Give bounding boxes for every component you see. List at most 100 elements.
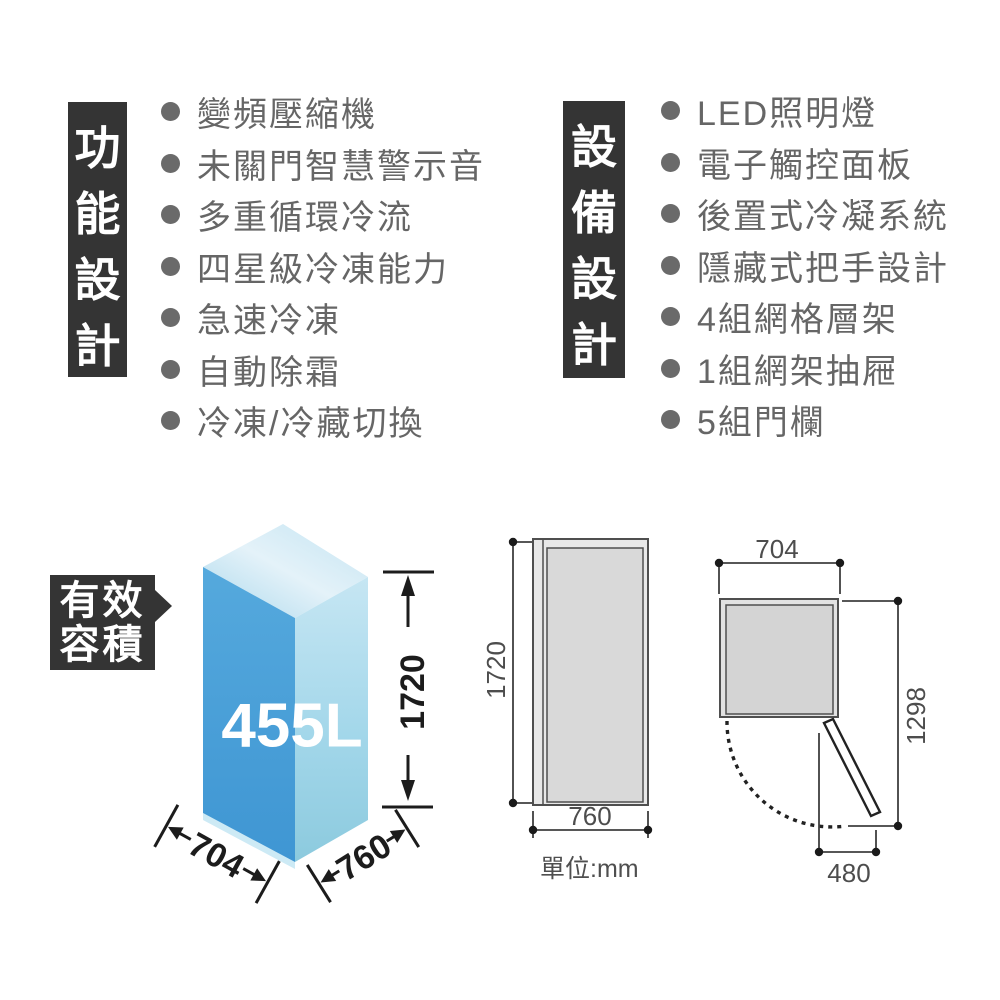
feature-text: LED照明燈 [697,95,878,134]
feature-text: 隱藏式把手設計 [697,249,949,288]
open-door [725,717,882,829]
cabinet-inner [546,547,644,803]
capacity-label-line: 容積 [59,622,146,667]
bullet-icon [661,307,680,327]
banner-char: 設 [571,121,617,173]
side-width-value: 760 [568,801,611,831]
side-width-dimension: 760 [528,801,653,838]
box-left-face [203,567,295,862]
dim-dot [508,798,518,808]
dim-tick [254,860,281,904]
list-item: 冷凍/冷藏切換 [161,395,485,447]
box-right-face [295,577,368,862]
list-item: 4組網格層架 [661,291,949,343]
arrow-down-icon [401,780,415,801]
feature-text: 四星級冷凍能力 [197,250,449,289]
dim-dot [871,847,881,857]
feature-text: 後置式冷凝系統 [697,198,949,237]
list-item: 未關門智慧警示音 [161,138,485,190]
bullet-icon [661,152,680,172]
list-item: 隱藏式把手設計 [661,240,949,292]
pointer-triangle-icon [155,590,172,622]
dim-dot [508,537,518,547]
dim-dot [814,847,824,857]
list-item: 自動除霜 [161,344,485,396]
dim-dot [714,558,724,568]
banner-char: 備 [571,187,617,239]
bullet-icon [161,308,180,328]
dim-tick [153,804,180,848]
equipment-design-list: LED照明燈 電子觸控面板 後置式冷凝系統 隱藏式把手設計 4組網格層架 1組網… [661,85,949,446]
dim-tick [305,864,332,904]
top-width-value: 704 [755,534,798,564]
feature-text: 多重循環冷流 [197,199,413,238]
side-height-value: 1720 [481,641,511,699]
list-item: 1組網架抽屜 [661,343,949,395]
list-item: 急速冷凍 [161,292,485,344]
banner-char: 設 [74,254,121,306]
depth-dimension-right: 1298 [842,596,931,831]
list-item: LED照明燈 [661,85,949,137]
equipment-design-banner: 設 備 設 計 [563,101,625,378]
dim-dot [643,825,653,835]
feature-text: 4組網格層架 [697,301,898,340]
list-item: 電子觸控面板 [661,137,949,189]
height-dimension: 1720 [382,570,434,809]
list-item: 變頻壓縮機 [161,86,485,138]
bullet-icon [161,205,180,225]
side-height-dimension: 1720 [481,537,532,808]
fridge-side-outline [532,538,649,806]
unit-label: 單位:mm [540,855,639,883]
arrow-right-icon [250,868,266,882]
dim-tick [394,808,421,848]
dim-line [242,867,257,877]
bullet-icon [661,358,680,378]
banner-char: 計 [74,320,121,372]
cabinet-inner [725,604,834,715]
feature-text: 5組門欄 [697,404,826,443]
feature-text: 急速冷凍 [197,302,341,341]
function-design-list: 變頻壓縮機 未關門智慧警示音 多重循環冷流 四星級冷凍能力 急速冷凍 自動除霜 … [161,86,485,447]
dim-dot [893,596,903,606]
list-item: 多重循環冷流 [161,189,485,241]
door-swing-dimension: 480 [814,733,881,888]
dim-dot [528,825,538,835]
dim-line [329,869,341,878]
capacity-3d-box-figure: 455L 1720 704 760 [153,524,434,904]
bullet-icon [161,102,180,122]
bullet-icon [161,256,180,276]
arrow-up-icon [401,575,415,596]
dim-dot [835,558,845,568]
arrow-left-icon [320,869,337,883]
bullet-icon [661,101,680,121]
side-view-diagram: 1720 760 單位:mm [481,537,653,883]
feature-text: 冷凍/冷藏切換 [197,405,425,444]
bullet-icon [661,204,680,224]
door-panel [822,717,882,818]
dim-line [177,831,192,841]
dim-dot [893,821,903,831]
feature-text: 1組網架抽屜 [697,352,898,391]
feature-text: 變頻壓縮機 [197,96,377,135]
banner-char: 功 [74,122,121,174]
list-item: 四星級冷凍能力 [161,241,485,293]
top-width-dimension: 704 [714,534,845,594]
door-swing-arc [725,720,847,829]
banner-char: 計 [571,319,617,371]
bullet-icon [661,255,680,275]
arrow-left-icon [168,826,184,840]
isometric-box: 455L [203,524,368,869]
list-item: 後置式冷凝系統 [661,188,949,240]
bullet-icon [161,411,180,431]
height-value: 1720 [394,654,432,730]
arrow-right-icon [389,829,406,843]
box-bottom-edge [203,813,295,869]
banner-char: 設 [571,253,617,305]
box-top-face [203,524,368,618]
effective-capacity-label: 有效 容積 [50,575,155,670]
feature-text: 自動除霜 [197,353,341,392]
feature-text: 未關門智慧警示音 [197,147,485,186]
top-view-diagram: 704 1298 480 [714,534,931,888]
feature-text: 電子觸控面板 [697,146,913,185]
